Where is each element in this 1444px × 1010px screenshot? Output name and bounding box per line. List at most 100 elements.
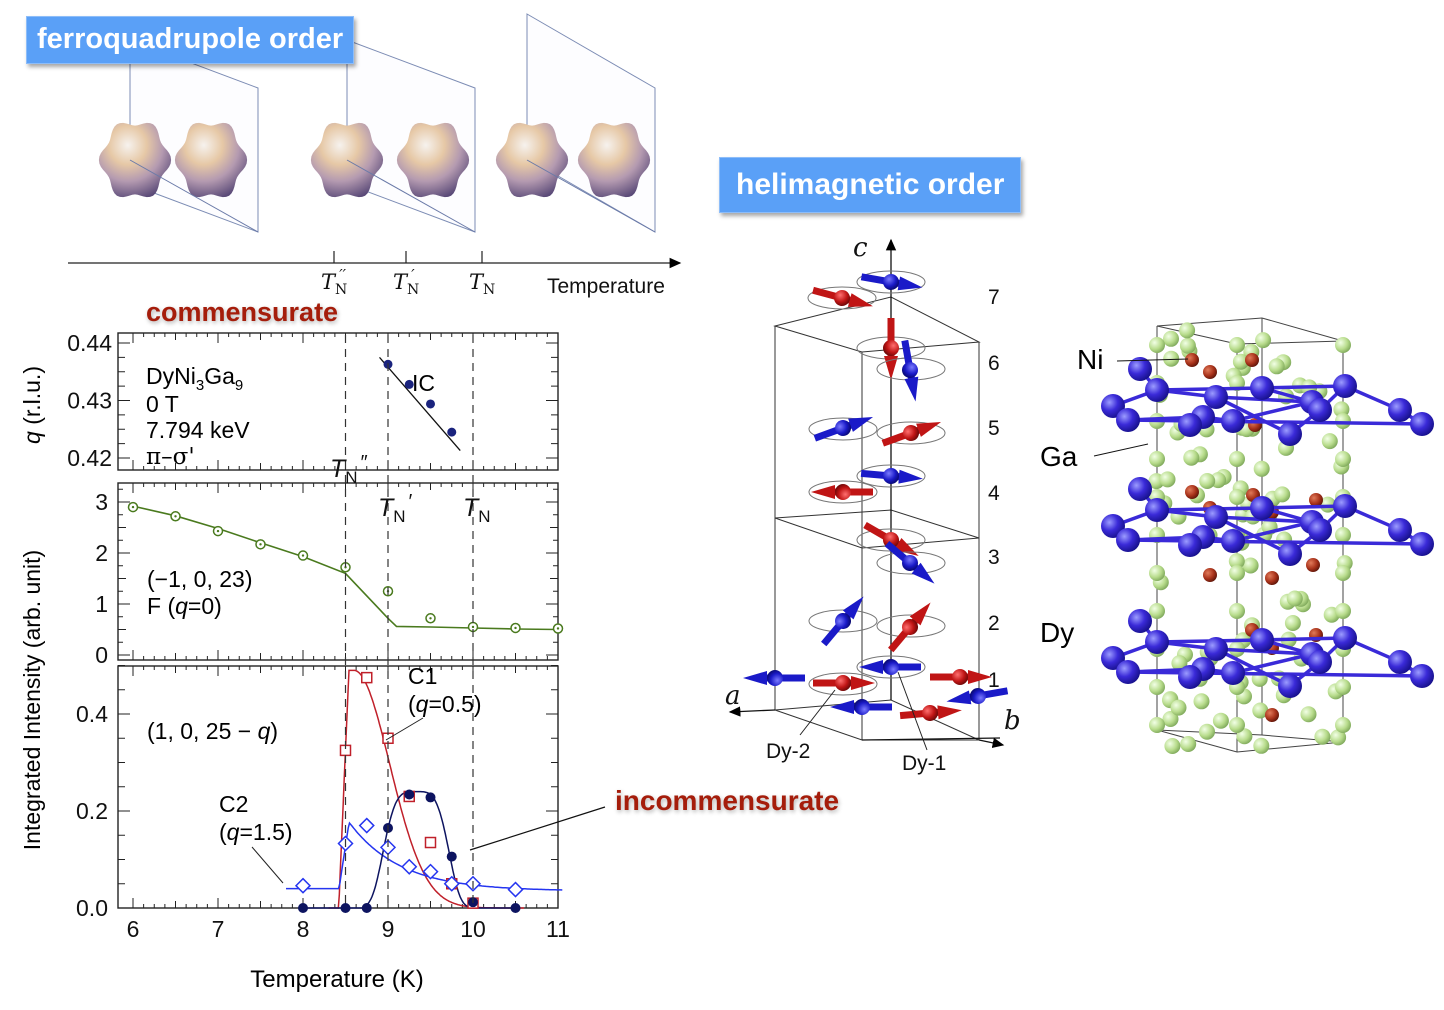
transition-marker-label: TN: [469, 270, 495, 298]
spin-edge-2: [899, 705, 962, 721]
quadrupole-orbitals: [98, 122, 656, 233]
spin-arrowhead: [909, 602, 931, 626]
ni-atom: [1185, 353, 1199, 367]
x-tick-label: 10: [460, 916, 486, 942]
dy-atom: [883, 659, 899, 675]
dy-bond: [1232, 520, 1313, 543]
ga-atom: [1335, 527, 1351, 543]
spin-arrowhead: [898, 469, 923, 484]
ga-atom: [1229, 603, 1245, 619]
dy-atom: [1333, 626, 1357, 650]
ga-atom: [1335, 603, 1351, 619]
y-tick-label: 2: [95, 540, 108, 566]
dy-atom: [1204, 637, 1228, 661]
y-tick-label: 0.0: [76, 895, 108, 921]
dy2-label: Dy-2: [766, 740, 810, 763]
ga-atom: [1229, 489, 1245, 505]
ga-atom: [1183, 449, 1200, 466]
spin-dy1-layer5: [881, 422, 942, 447]
ga-atom: [1212, 712, 1229, 729]
ic-q-point: [404, 379, 414, 389]
spin-dy1-layer2: [888, 602, 931, 653]
ga-atom: [1335, 679, 1351, 695]
dy-atom: [1278, 674, 1302, 698]
spin-shaft: [881, 663, 921, 671]
ferroquadrupole-order-banner: ferroquadrupole order: [26, 16, 355, 64]
spin-shaft: [813, 679, 853, 687]
spin-arrowhead: [848, 417, 874, 432]
plane-edge: [129, 159, 259, 233]
spin-precession-ring: [856, 270, 926, 294]
spin-dy1-layer1: [859, 659, 921, 675]
dy-atom: [1204, 385, 1228, 409]
b-axis: [978, 737, 1005, 748]
dy-atom: [1145, 498, 1169, 522]
b-axis-label: b: [1004, 706, 1021, 736]
spin-precession-ring: [876, 421, 946, 445]
spin-shaft: [852, 703, 892, 711]
dy-atom: [1128, 609, 1152, 633]
dy-bond: [1127, 538, 1423, 546]
sample-name: DyNi3Ga9: [146, 363, 243, 394]
dy-atom: [883, 468, 899, 484]
cell-edge: [1261, 317, 1344, 342]
ga-atom: [1335, 565, 1351, 581]
dy-bond: [1127, 670, 1423, 678]
quadrupole-orbital: [174, 122, 248, 198]
dy-label: Dy: [1040, 617, 1074, 648]
ic-fit-line: [379, 356, 461, 451]
dy-atom: [1101, 394, 1125, 418]
incommensurate-label: incommensurate: [615, 785, 840, 816]
ga-atom: [1149, 451, 1165, 467]
layer-number: 3: [988, 546, 1000, 569]
dy-atom: [1116, 528, 1140, 552]
ga-atom: [1193, 693, 1210, 710]
y-tick-label: 0: [95, 642, 108, 668]
x-tick-label: 9: [382, 916, 395, 942]
crystal-structure: [1101, 317, 1434, 754]
ic-fit-curve: [303, 790, 516, 909]
spin-arrowhead: [830, 700, 854, 714]
x-tick-label: 8: [297, 916, 310, 942]
dy-bond: [1261, 504, 1346, 510]
ic-intensity-point: [446, 851, 457, 862]
c1-label: C1: [408, 663, 437, 689]
ferro-point-dot: [429, 617, 432, 620]
dy-atom: [1178, 533, 1202, 557]
spin-arrowhead: [842, 596, 864, 620]
cell-edge: [1236, 340, 1344, 345]
ga-atom: [1164, 738, 1181, 754]
transition-marker-label: TN′: [393, 266, 419, 298]
ic-q-point: [426, 399, 435, 409]
dy-atom: [1116, 408, 1140, 432]
c-axis-label: c: [853, 233, 868, 263]
ic-label: IC: [412, 370, 435, 396]
spin-precession-ring: [808, 480, 878, 504]
dy-atom: [970, 688, 986, 704]
ga-atom: [1229, 565, 1245, 581]
field-annotation: 0 T: [146, 391, 179, 417]
dy-bond: [1215, 395, 1291, 436]
layer-number: 4: [988, 482, 1000, 505]
ferro-reflection-label: (−1, 0, 23): [147, 566, 252, 592]
ga-atom: [1229, 337, 1245, 353]
ni-atom: [1265, 708, 1279, 722]
ni-leader-line: [1116, 358, 1189, 362]
dy-atom: [1410, 664, 1434, 688]
ga-atom: [1228, 553, 1245, 570]
spin-dy2-layer7: [812, 286, 873, 307]
q-axis-title: q (r.l.u.): [19, 366, 45, 444]
ferro-point-dot: [556, 627, 560, 630]
dy-atom: [1388, 650, 1412, 674]
energy-annotation: 7.794 keV: [146, 417, 250, 443]
dy-atom: [1145, 630, 1169, 654]
dy-atom: [1116, 660, 1140, 684]
spin-dy2-layer6: [901, 339, 919, 402]
x-tick-label: 6: [127, 916, 140, 942]
y-tick-label: 0.44: [67, 330, 112, 356]
layer-number: 6: [988, 352, 1000, 375]
dy-atom: [1128, 357, 1152, 381]
